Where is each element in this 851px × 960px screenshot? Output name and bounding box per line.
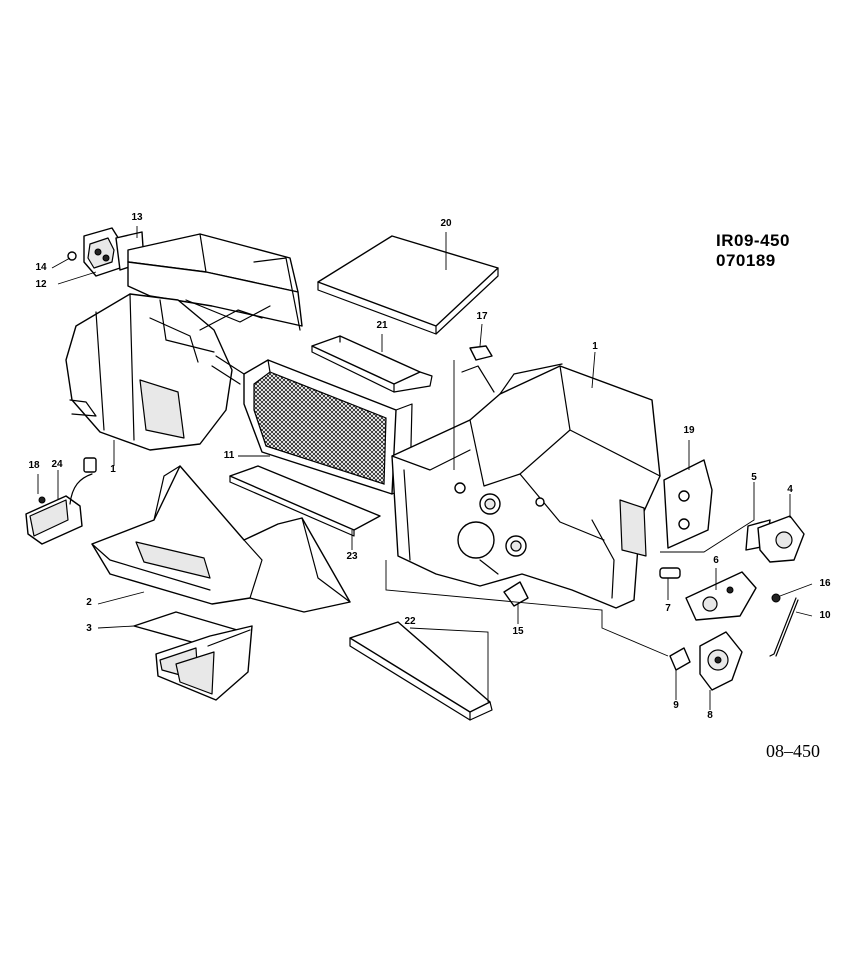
callout-1-right: 1 bbox=[592, 341, 598, 352]
callout-14: 14 bbox=[35, 262, 47, 273]
drawing-ref-code: IR09-450 bbox=[716, 231, 790, 250]
lower-seal-plate-23 bbox=[229, 465, 381, 537]
lower-duct-2 bbox=[91, 465, 351, 613]
sensor-harness bbox=[25, 457, 97, 545]
callout-21: 21 bbox=[376, 320, 388, 331]
callout-19: 19 bbox=[683, 425, 695, 436]
drawing-date-code: 070189 bbox=[716, 251, 776, 270]
heater-case-upper-left bbox=[127, 233, 303, 331]
callout-17: 17 bbox=[476, 311, 488, 322]
callout-1-left: 1 bbox=[110, 464, 116, 475]
actuator-5-4 bbox=[745, 515, 805, 563]
actuator-6 bbox=[685, 571, 757, 621]
callout-11: 11 bbox=[223, 450, 235, 461]
callout-16: 16 bbox=[819, 578, 831, 589]
callout-18: 18 bbox=[28, 460, 40, 471]
heater-core bbox=[211, 355, 413, 495]
rod-10-16 bbox=[769, 593, 799, 657]
callout-15: 15 bbox=[512, 626, 524, 637]
drawing-footer-code: 08–450 bbox=[766, 741, 820, 761]
callout-7: 7 bbox=[665, 603, 671, 614]
callout-9: 9 bbox=[673, 700, 679, 711]
callout-13: 13 bbox=[131, 212, 143, 223]
gasket-19 bbox=[663, 459, 713, 549]
callout-2: 2 bbox=[86, 597, 92, 608]
callout-12: 12 bbox=[35, 279, 47, 290]
callout-10: 10 bbox=[819, 610, 831, 621]
leader-lines bbox=[37, 226, 813, 710]
callout-23: 23 bbox=[346, 551, 358, 562]
heater-case-left-half bbox=[65, 293, 263, 451]
servo-9-8 bbox=[669, 631, 743, 691]
callout-20: 20 bbox=[440, 218, 452, 229]
callout-22: 22 bbox=[404, 616, 416, 627]
callout-5: 5 bbox=[751, 472, 757, 483]
top-cover-panel bbox=[317, 235, 499, 335]
clip-17 bbox=[469, 345, 493, 361]
callout-6: 6 bbox=[713, 555, 719, 566]
callout-24: 24 bbox=[51, 459, 63, 470]
pin-7 bbox=[659, 567, 681, 579]
callout-8: 8 bbox=[707, 710, 713, 721]
callout-3: 3 bbox=[86, 623, 92, 634]
heater-case-right-half bbox=[391, 363, 661, 609]
outlet-vent-3 bbox=[133, 611, 253, 701]
callout-4: 4 bbox=[787, 484, 793, 495]
filter-panel-22 bbox=[349, 621, 493, 721]
seal-strip-21 bbox=[311, 335, 433, 393]
